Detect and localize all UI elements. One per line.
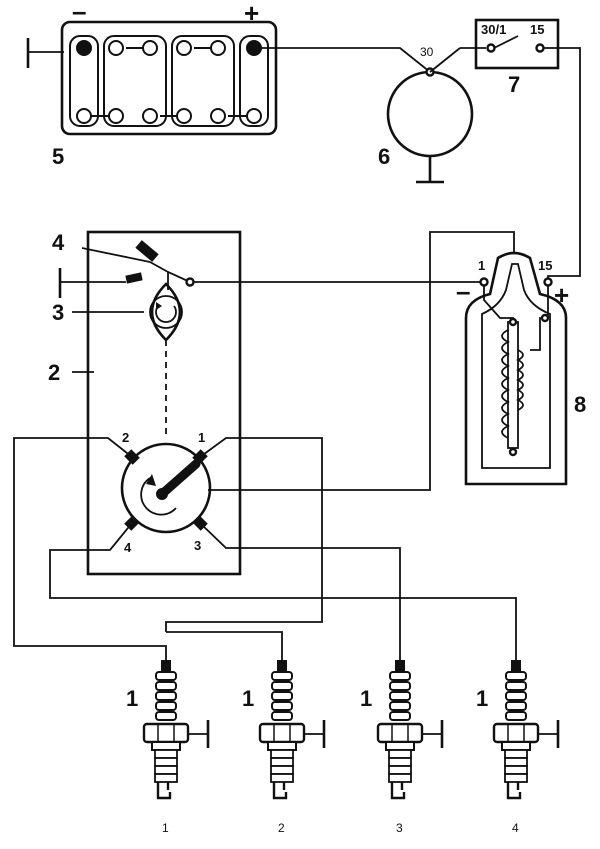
battery-negative-terminal [76,40,92,56]
label-plug: 1 [242,686,254,711]
wire-battery-generator [262,47,431,73]
label-battery: 5 [52,144,64,169]
switch-box [474,18,560,70]
ignition-switch: 30/1 15 7 [474,18,560,97]
label-generator: 6 [378,144,390,169]
plug-number: 3 [396,821,403,835]
label-plug: 1 [126,686,138,711]
label-cam: 3 [52,300,64,325]
label-breaker: 4 [52,230,65,255]
label-plug: 1 [476,686,488,711]
coil-terminal-15: 15 [538,258,552,273]
spark-plug: 14 [476,660,560,835]
generator-body [386,70,474,158]
spark-plug: 11 [126,660,210,835]
rotor-arm [157,459,201,499]
plug-number: 4 [512,821,519,835]
label-plug: 1 [360,686,372,711]
distributor-cap-ring [120,442,212,534]
plug-electrode [506,782,522,800]
plug-number: 2 [278,821,285,835]
battery-plus-sign: + [244,0,259,28]
coil-minus-sign: – [456,276,470,306]
cap-terminal-2: 2 [122,430,129,445]
label-distributor: 2 [48,360,60,385]
distributor-housing [86,230,242,576]
battery: – + 5 [26,0,278,169]
distributor-cap: 2 1 4 3 [13,430,517,660]
plug-electrode [156,782,172,800]
switch-terminal-30-1: 30/1 [481,22,506,37]
switch-terminal-15: 15 [530,22,544,37]
cap-terminal-4: 4 [124,540,132,555]
battery-case [60,20,278,136]
cap-terminal-3: 3 [194,538,201,553]
generator-terminal-30: 30 [420,45,434,59]
breaker-arm [135,240,159,262]
switch-contact [493,35,519,49]
ignition-coil: 1 15 – + 8 [456,251,586,486]
generator: 30 6 [378,45,474,184]
cam-rotation-arrow [155,305,177,323]
battery-positive-terminal [246,40,262,56]
label-coil: 8 [574,392,586,417]
breaker-points: 4 [52,230,195,298]
plug-electrode [390,782,406,800]
breaker-cam: 3 [52,282,183,438]
plug-number: 1 [162,821,169,835]
coil-terminal-1: 1 [478,258,485,273]
wire-coil-ht [208,231,515,491]
wire-switch-coil [543,47,581,283]
spark-plug: 13 [360,660,444,835]
distributor: 2 [48,230,242,576]
battery-minus-sign: – [72,0,86,26]
label-switch: 7 [508,72,520,97]
spark-plug: 12 [242,660,326,835]
plug-electrode [272,782,288,800]
coil-plus-sign: + [554,280,569,310]
cap-terminal-1: 1 [198,430,205,445]
coil-housing [464,251,568,486]
